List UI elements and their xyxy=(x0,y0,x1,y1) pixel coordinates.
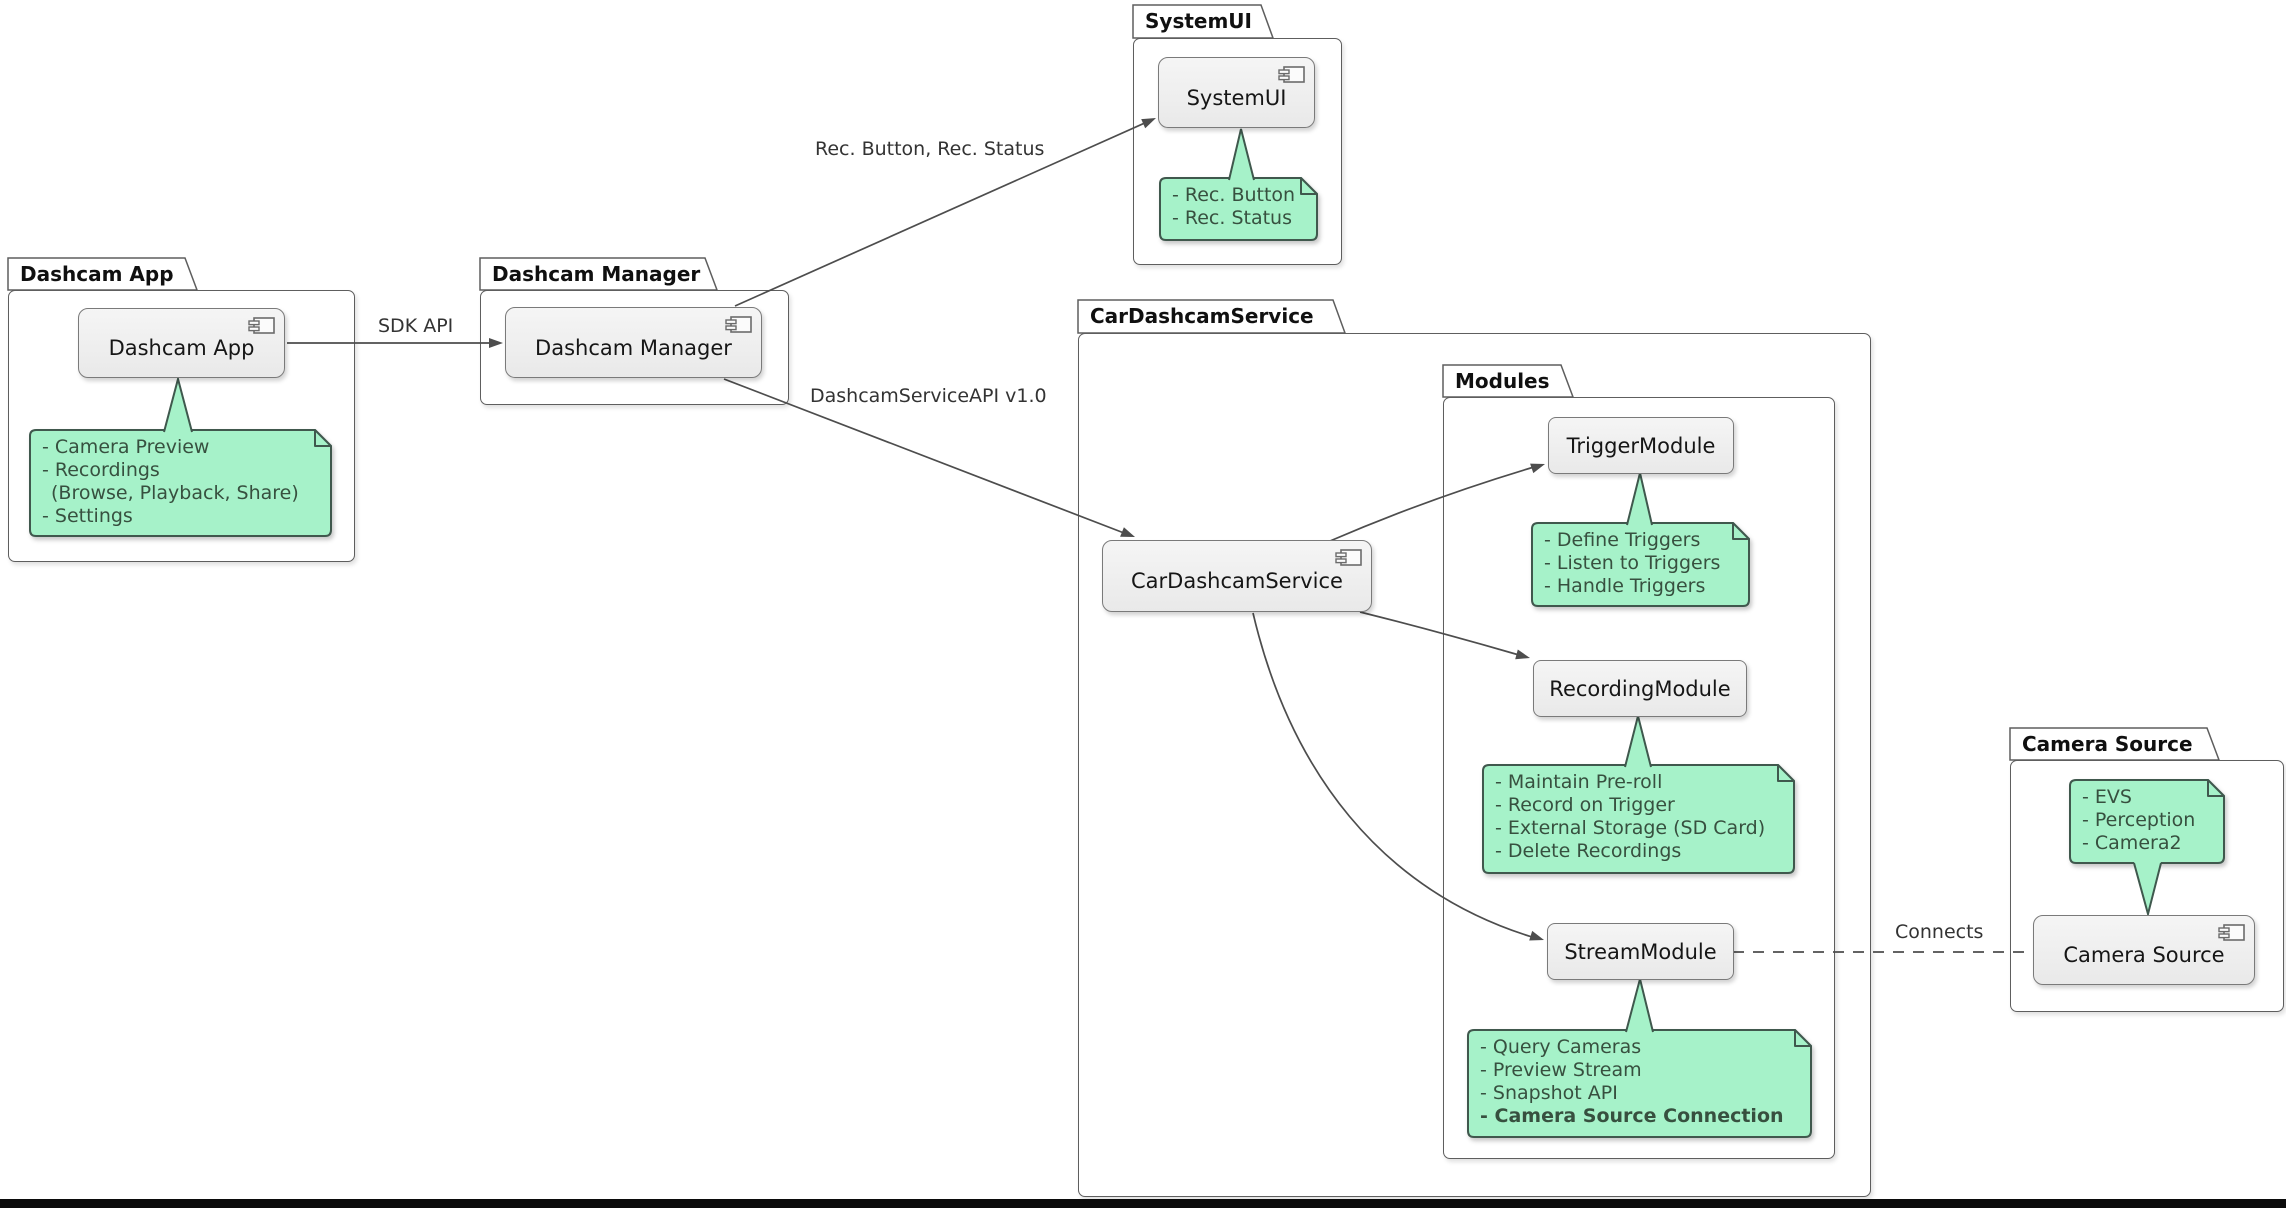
note-line: - Rec. Button xyxy=(1172,184,1296,206)
edge-label-sdk-api: SDK API xyxy=(378,315,454,337)
package-title-dashcam-app: Dashcam App xyxy=(20,262,174,286)
note-line: - Perception xyxy=(2082,809,2196,831)
note-camera-source: - EVS - Perception - Camera2 xyxy=(2082,786,2195,855)
note-line: (Browse, Playback, Share) xyxy=(51,482,299,504)
note-line: - External Storage (SD Card) xyxy=(1495,817,1766,839)
component-cardashcamservice: CarDashcamService xyxy=(1102,540,1372,612)
note-line: - Delete Recordings xyxy=(1495,840,1682,862)
note-line: - Define Triggers xyxy=(1544,529,1701,551)
component-label: SystemUI xyxy=(1186,85,1287,110)
note-line: - Settings xyxy=(42,505,133,527)
note-line: - Rec. Status xyxy=(1172,207,1293,229)
note-line: - Record on Trigger xyxy=(1495,794,1675,816)
note-line: - Handle Triggers xyxy=(1544,575,1706,597)
edge-label-connects: Connects xyxy=(1895,921,1984,943)
package-title-modules: Modules xyxy=(1455,369,1550,393)
component-systemui: SystemUI xyxy=(1158,57,1315,128)
component-triggermodule: TriggerModule xyxy=(1548,417,1734,474)
component-label: Dashcam Manager xyxy=(535,335,732,360)
note-recordingmodule: - Maintain Pre-roll - Record on Trigger … xyxy=(1495,771,1765,863)
note-line: - Snapshot API xyxy=(1480,1082,1618,1104)
note-line: - Camera Source Connection xyxy=(1480,1105,1784,1127)
package-title-dashcam-manager: Dashcam Manager xyxy=(492,262,701,286)
component-label: Camera Source xyxy=(2063,943,2225,967)
bottom-bar xyxy=(0,1199,2286,1208)
note-systemui: - Rec. Button - Rec. Status xyxy=(1172,184,1295,230)
component-streammodule: StreamModule xyxy=(1547,923,1734,980)
component-camera-source: Camera Source xyxy=(2033,915,2255,985)
note-line: - Maintain Pre-roll xyxy=(1495,771,1663,793)
package-title-cardashcamservice: CarDashcamService xyxy=(1090,304,1314,328)
component-label: TriggerModule xyxy=(1566,433,1716,458)
component-dashcam-manager: Dashcam Manager xyxy=(505,307,762,378)
note-line: - Preview Stream xyxy=(1480,1059,1642,1081)
note-dashcam-app: - Camera Preview - Recordings (Browse, P… xyxy=(42,436,299,528)
note-line: - EVS xyxy=(2082,786,2132,808)
note-line: - Query Cameras xyxy=(1480,1036,1642,1058)
component-icon xyxy=(248,317,275,334)
edge-label-service-api: DashcamServiceAPI v1.0 xyxy=(810,385,1047,407)
component-dashcam-app: Dashcam App xyxy=(78,308,285,378)
component-recordingmodule: RecordingModule xyxy=(1533,660,1747,717)
component-label: RecordingModule xyxy=(1549,676,1731,701)
note-line: - Listen to Triggers xyxy=(1544,552,1721,574)
edge-label-rec-button-status: Rec. Button, Rec. Status xyxy=(815,138,1045,160)
component-label: Dashcam App xyxy=(108,336,255,360)
component-label: CarDashcamService xyxy=(1131,569,1343,593)
note-line: - Camera2 xyxy=(2082,832,2182,854)
component-icon xyxy=(725,316,752,333)
package-title-camera-source: Camera Source xyxy=(2022,732,2193,756)
package-title-systemui: SystemUI xyxy=(1145,9,1252,33)
note-line: - Recordings xyxy=(42,459,160,481)
component-label: StreamModule xyxy=(1564,939,1717,964)
note-streammodule: - Query Cameras - Preview Stream - Snaps… xyxy=(1480,1036,1784,1128)
component-icon xyxy=(1335,549,1362,566)
component-icon xyxy=(1278,66,1305,83)
note-triggermodule: - Define Triggers - Listen to Triggers -… xyxy=(1544,529,1720,598)
component-icon xyxy=(2218,924,2245,941)
note-line: - Camera Preview xyxy=(42,436,210,458)
